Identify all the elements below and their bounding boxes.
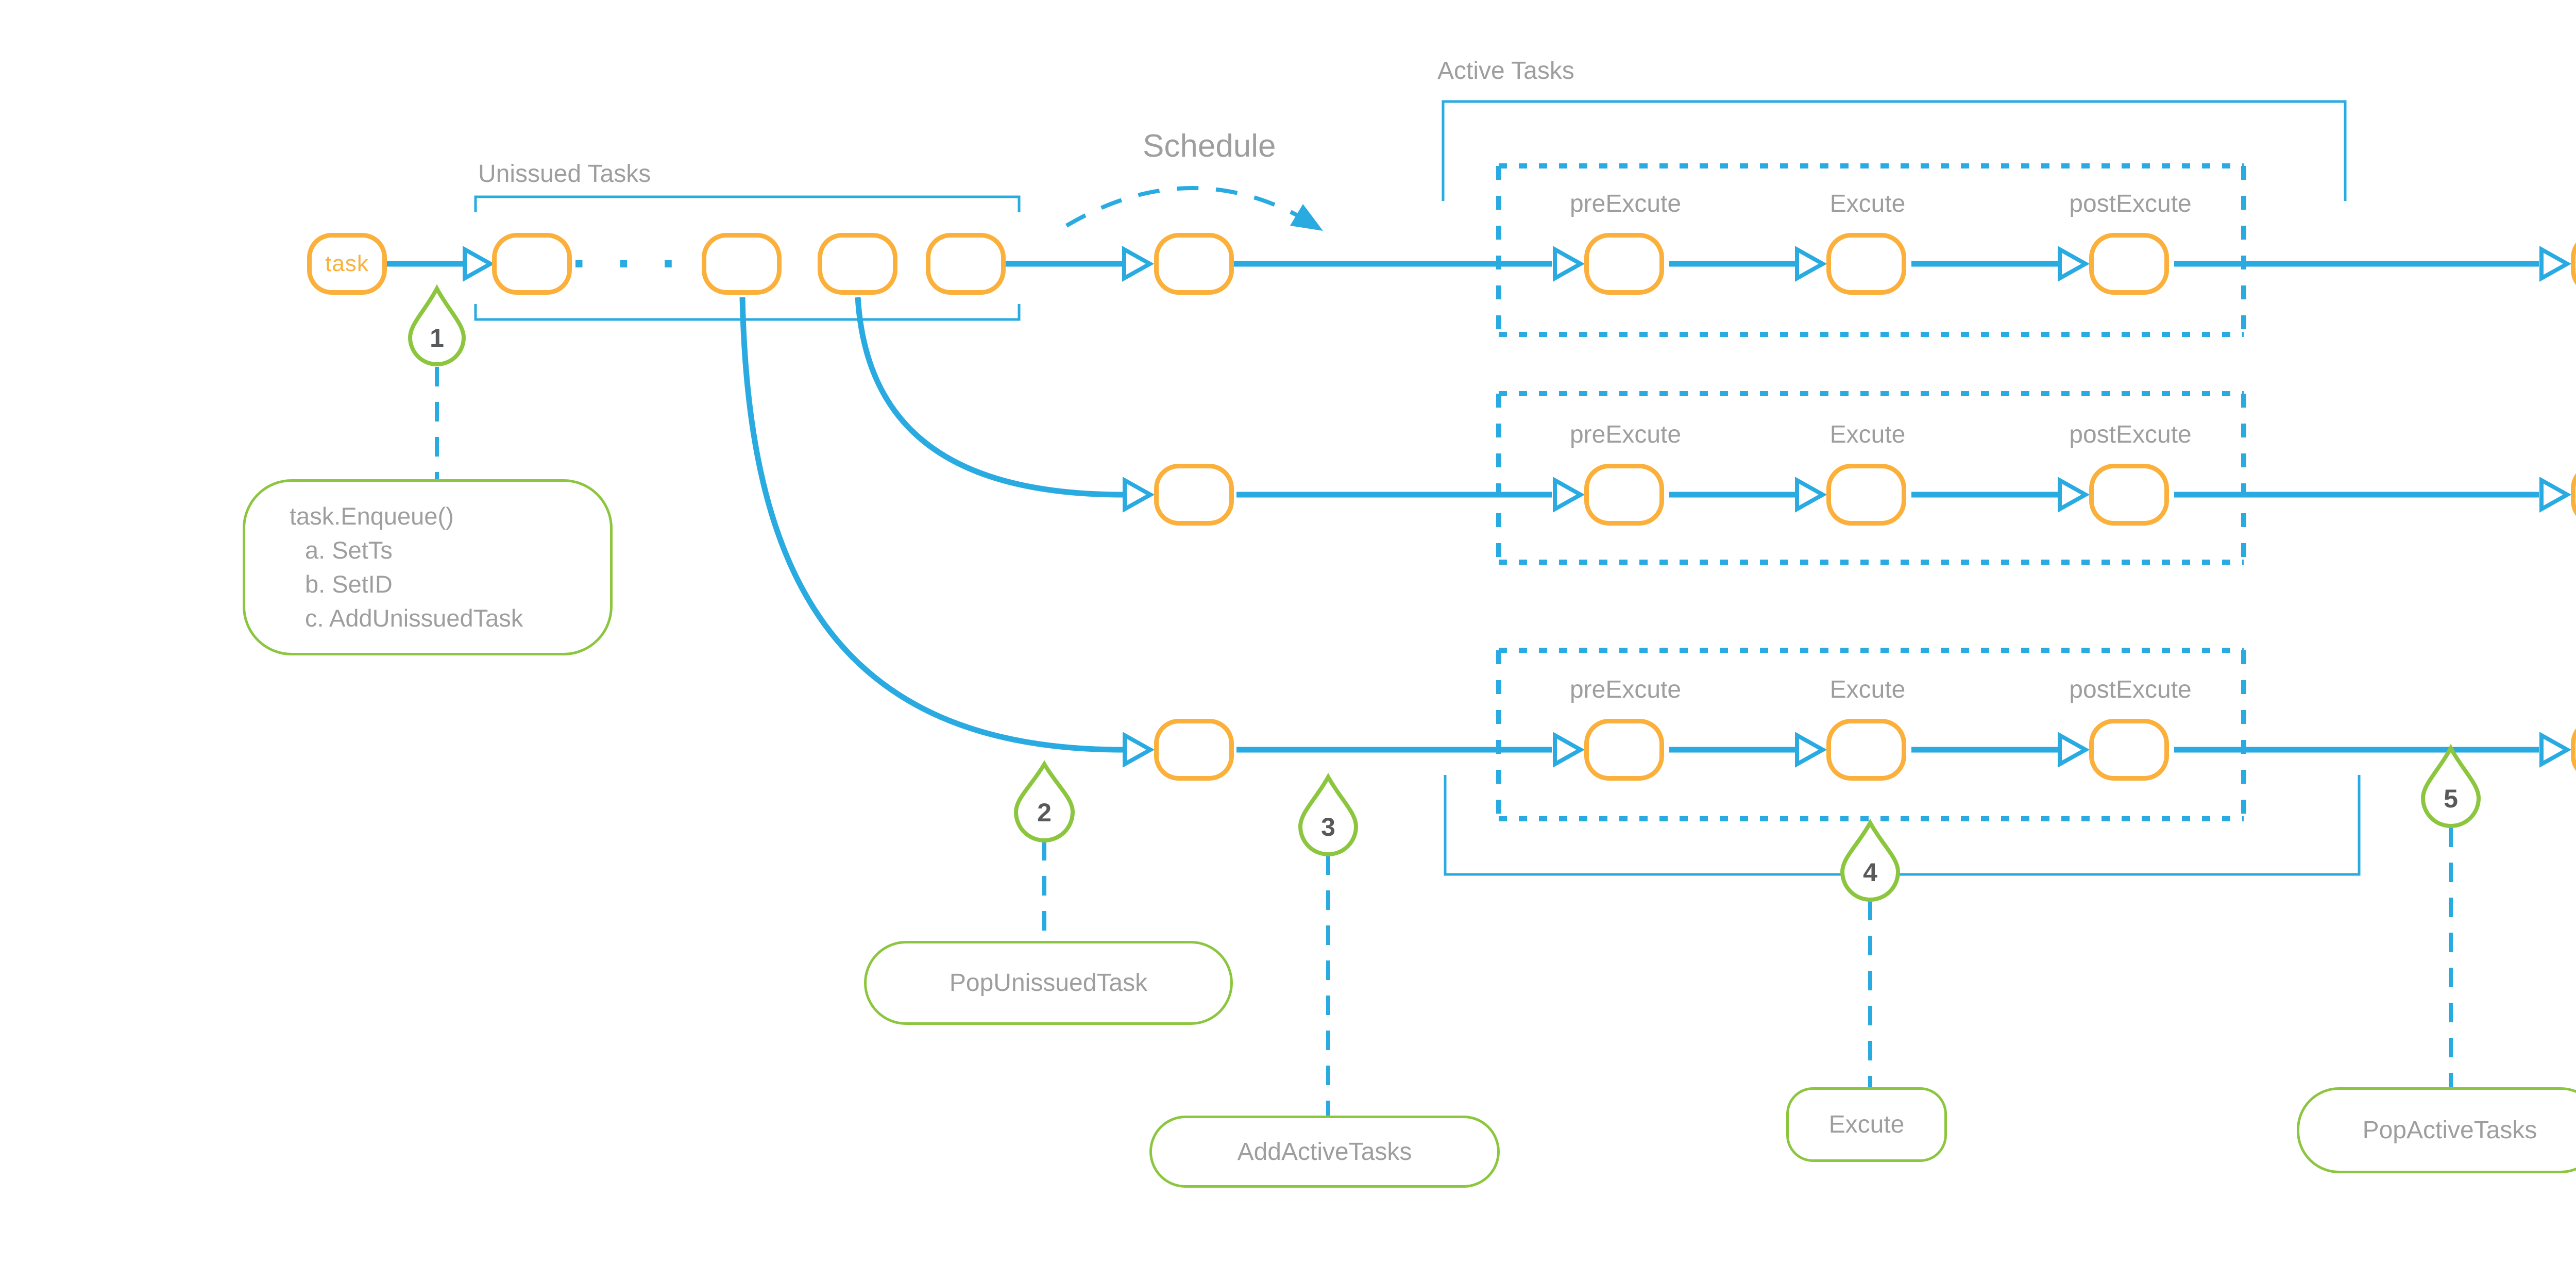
arrowhead-icon xyxy=(1795,732,1827,768)
annotation-label: Excute xyxy=(1828,1111,1905,1138)
marker-pin-5 xyxy=(2420,744,2481,828)
schedule-label: Schedule xyxy=(1143,128,1276,164)
active-tasks-bracket-bottom xyxy=(1444,775,2361,876)
queue-node-2 xyxy=(818,233,897,295)
marker-pin-4 xyxy=(1840,818,1901,902)
marker-callout-lines xyxy=(435,367,2453,1118)
arrowhead-icon xyxy=(1795,477,1827,513)
stage-node-excute-row2 xyxy=(1826,464,1906,526)
task-node-label: task xyxy=(325,251,369,276)
stage-node-preexcute-row2 xyxy=(1584,464,1664,526)
arrowhead-icon xyxy=(1123,477,1155,513)
arrowhead-icon xyxy=(2539,477,2572,513)
marker-number-4: 4 xyxy=(1863,858,1877,887)
queue-node-1 xyxy=(702,233,782,295)
arrowhead-icon xyxy=(1553,246,1585,282)
scheduled-task-node-row2 xyxy=(1154,464,1234,526)
marker-number-1: 1 xyxy=(430,324,444,352)
schedule-arrowhead-icon xyxy=(1290,204,1323,231)
arrowhead-icon xyxy=(1553,732,1585,768)
scheduled-task-node-row1 xyxy=(1154,233,1234,295)
annotation-box-enqueue: task.Enqueue() a. SetTs b. SetID c. AddU… xyxy=(243,479,613,655)
annotation-line: b. SetID xyxy=(305,570,393,598)
marker-pin-numbers: 1 2 3 4 5 xyxy=(430,324,2458,887)
annotation-line: a. SetTs xyxy=(305,536,393,564)
unissued-tasks-label: Unissued Tasks xyxy=(478,160,651,188)
marker-pin-2 xyxy=(1013,760,1075,842)
arrowhead-icon xyxy=(1553,477,1585,513)
queue-node-head xyxy=(492,233,572,295)
stage-label-postexcute-row3: postExcute xyxy=(2069,676,2192,703)
annotation-box-pop-active-tasks: PopActiveTasks xyxy=(2297,1087,2576,1173)
active-tasks-label: Active Tasks xyxy=(1437,57,1574,85)
stage-label-preexcute-row1: preExcute xyxy=(1569,190,1682,217)
schedule-arrow-arc xyxy=(1065,186,1323,231)
marker-pin-3 xyxy=(1298,772,1359,856)
queue-node-3 xyxy=(926,233,1006,295)
scheduled-task-node-row3 xyxy=(1154,719,1234,781)
arrowhead-icon xyxy=(2058,477,2090,513)
marker-pin-1 xyxy=(408,284,466,366)
annotation-label: PopUnissuedTask xyxy=(949,969,1148,997)
stage-node-postexcute-row1 xyxy=(2089,233,2169,295)
annotation-box-add-active-tasks: AddActiveTasks xyxy=(1149,1116,1500,1188)
unissued-queue-bracket xyxy=(474,195,1021,321)
stage-node-preexcute-row1 xyxy=(1584,233,1664,295)
annotation-box-pop-unissued-task: PopUnissuedTask xyxy=(864,941,1233,1025)
pipeline-dotted-box-row3 xyxy=(1496,648,2246,821)
annotation-line: c. AddUnissuedTask xyxy=(305,604,523,632)
marker-number-3: 3 xyxy=(1321,813,1335,841)
arrowhead-icon xyxy=(2539,246,2572,282)
annotation-box-excute: Excute xyxy=(1786,1087,1947,1162)
arrowhead-icon xyxy=(1122,246,1155,282)
stage-label-preexcute-row2: preExcute xyxy=(1569,421,1682,448)
arrowhead-icon xyxy=(2539,732,2572,768)
stage-node-postexcute-row3 xyxy=(2089,719,2169,781)
arrowheads xyxy=(463,246,2572,768)
task-node: task xyxy=(307,233,387,295)
arrowhead-icon xyxy=(1123,732,1155,768)
stage-label-excute-row3: Excute xyxy=(1829,676,1906,703)
marker-number-5: 5 xyxy=(2444,784,2458,813)
arrowhead-icon xyxy=(2058,246,2090,282)
marker-pins xyxy=(408,284,2481,902)
pipeline-dotted-box-row1 xyxy=(1496,163,2246,337)
active-tasks-bracket-top xyxy=(1442,100,2347,201)
arrowhead-icon xyxy=(2058,732,2090,768)
stage-label-excute-row2: Excute xyxy=(1829,421,1906,448)
stage-node-excute-row3 xyxy=(1826,719,1906,781)
annotation-label: PopActiveTasks xyxy=(2362,1117,2537,1144)
pipeline-dotted-box-row2 xyxy=(1496,391,2246,565)
marker-number-2: 2 xyxy=(1037,798,1052,827)
stage-node-preexcute-row3 xyxy=(1584,719,1664,781)
stage-label-excute-row1: Excute xyxy=(1829,190,1906,217)
annotation-label: AddActiveTasks xyxy=(1237,1138,1412,1166)
arrowhead-icon xyxy=(463,246,495,282)
stage-label-postexcute-row1: postExcute xyxy=(2069,190,2192,217)
stage-node-excute-row1 xyxy=(1826,233,1906,295)
stage-label-postexcute-row2: postExcute xyxy=(2069,421,2192,448)
annotation-line: task.Enqueue() xyxy=(290,502,454,530)
stage-node-postexcute-row2 xyxy=(2089,464,2169,526)
queue-ellipsis: · · · xyxy=(572,236,685,291)
flow-arrows xyxy=(385,261,2539,753)
stage-label-preexcute-row3: preExcute xyxy=(1569,676,1682,703)
arrowhead-icon xyxy=(1795,246,1827,282)
